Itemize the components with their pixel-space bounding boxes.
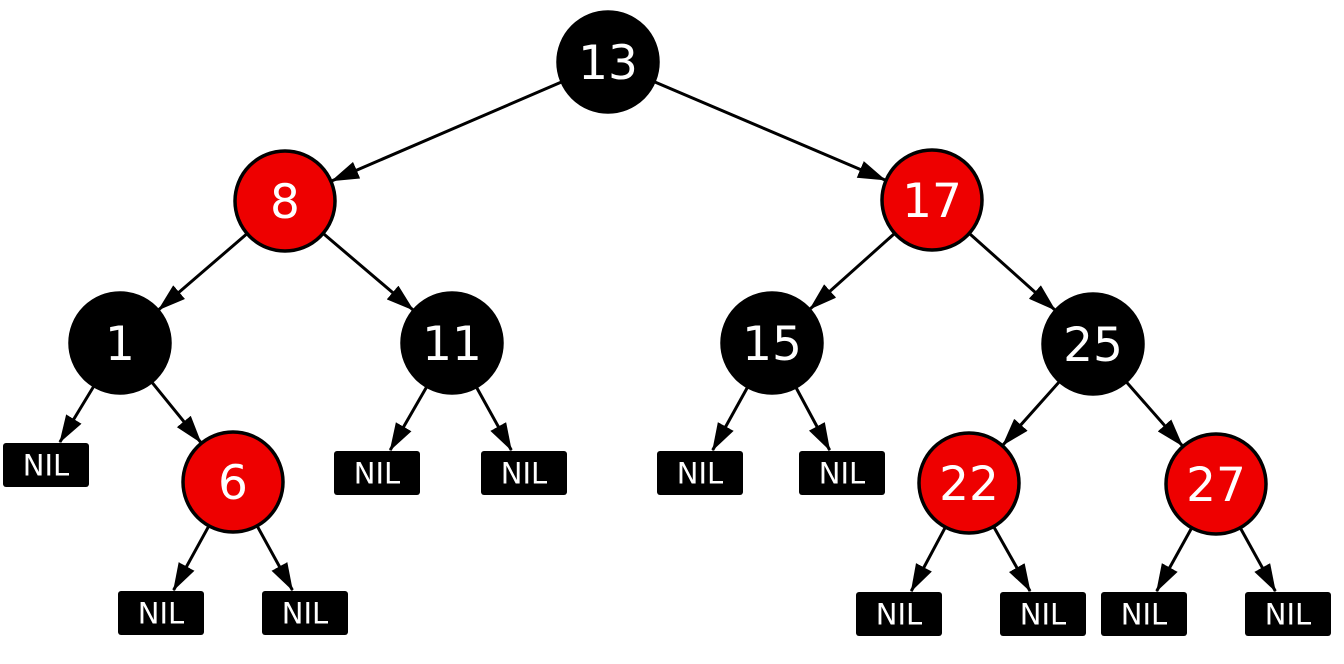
nil-label-nil-27-left: NIL — [1121, 597, 1167, 631]
tree-edge-22-right — [992, 525, 1032, 593]
tree-nil-1-left: NIL — [3, 443, 89, 487]
nil-box-nil-27-left — [1101, 592, 1187, 636]
node-label-22: 22 — [939, 457, 999, 512]
nil-box-nil-15-left — [657, 451, 743, 495]
nil-box-nil-11-left — [334, 451, 420, 495]
tree-nil-15-left: NIL — [657, 451, 743, 495]
tree-node-1: 1 — [68, 291, 172, 395]
tree-edge-25-right — [1124, 380, 1184, 447]
tree-edge-15-left — [711, 386, 750, 452]
node-circle-6 — [181, 430, 285, 534]
node-label-25: 25 — [1063, 318, 1123, 373]
node-label-11: 11 — [422, 317, 482, 372]
tree-nil-15-right: NIL — [799, 451, 885, 495]
tree-nil-22-left: NIL — [856, 592, 942, 636]
tree-edge-6-left — [172, 525, 211, 592]
node-circle-15 — [720, 291, 824, 395]
tree-edge-17-right — [968, 232, 1056, 312]
tree-node-25: 25 — [1041, 292, 1145, 396]
tree-edge-1-left — [58, 384, 96, 443]
tree-edge-25-left — [1001, 380, 1061, 446]
node-label-17: 17 — [902, 174, 962, 229]
tree-edge-27-left — [1155, 527, 1194, 592]
nil-box-nil-1-left — [3, 443, 89, 487]
nil-label-nil-6-right: NIL — [282, 596, 328, 630]
tree-edge-1-right — [150, 380, 202, 444]
tree-node-6: 6 — [181, 430, 285, 534]
tree-edges-layer — [58, 80, 1277, 593]
node-circle-25 — [1041, 292, 1145, 396]
tree-nil-27-left: NIL — [1101, 592, 1187, 636]
tree-nil-11-left: NIL — [334, 451, 420, 495]
nil-box-nil-11-right — [481, 451, 567, 495]
node-label-13: 13 — [578, 36, 638, 91]
nil-box-nil-6-left — [118, 591, 204, 635]
tree-node-22: 22 — [917, 431, 1021, 535]
tree-edge-8-left — [157, 232, 249, 311]
node-circle-8 — [233, 149, 337, 253]
nil-label-nil-22-left: NIL — [876, 597, 922, 631]
nil-label-nil-11-left: NIL — [354, 456, 400, 490]
tree-edge-13-left — [330, 80, 563, 183]
tree-edge-22-left — [909, 526, 947, 593]
tree-nil-22-right: NIL — [1000, 592, 1086, 636]
tree-edge-8-right — [322, 232, 415, 312]
tree-nil-6-right: NIL — [262, 591, 348, 635]
node-circle-1 — [68, 291, 172, 395]
nil-box-nil-22-right — [1000, 592, 1086, 636]
tree-edge-11-right — [474, 386, 513, 452]
tree-edge-17-left — [809, 232, 896, 311]
tree-node-27: 27 — [1164, 432, 1268, 536]
tree-node-15: 15 — [720, 291, 824, 395]
node-circle-13 — [556, 10, 660, 114]
nil-label-nil-22-right: NIL — [1020, 597, 1066, 631]
nil-box-nil-22-left — [856, 592, 942, 636]
node-label-15: 15 — [742, 317, 802, 372]
node-label-1: 1 — [105, 317, 135, 372]
tree-node-13: 13 — [556, 10, 660, 114]
node-circle-27 — [1164, 432, 1268, 536]
tree-edge-15-right — [794, 386, 832, 452]
tree-node-17: 17 — [880, 148, 984, 252]
nil-label-nil-15-right: NIL — [819, 456, 865, 490]
nil-box-nil-6-right — [262, 591, 348, 635]
nil-label-nil-11-right: NIL — [501, 456, 547, 490]
tree-edge-13-right — [653, 80, 886, 182]
node-circle-17 — [880, 148, 984, 252]
tree-edge-11-left — [388, 385, 429, 452]
nil-label-nil-6-left: NIL — [138, 596, 184, 630]
tree-nil-27-right: NIL — [1245, 592, 1331, 636]
node-label-6: 6 — [218, 456, 248, 511]
nil-label-nil-15-left: NIL — [677, 456, 723, 490]
node-label-8: 8 — [270, 175, 300, 230]
tree-edge-6-right — [255, 525, 294, 592]
tree-edge-27-right — [1238, 527, 1277, 592]
tree-node-11: 11 — [400, 291, 504, 395]
node-circle-22 — [917, 431, 1021, 535]
nil-label-nil-1-left: NIL — [23, 448, 69, 482]
node-circle-11 — [400, 291, 504, 395]
nil-box-nil-27-right — [1245, 592, 1331, 636]
node-label-27: 27 — [1186, 458, 1246, 513]
tree-nil-11-right: NIL — [481, 451, 567, 495]
nil-box-nil-15-right — [799, 451, 885, 495]
tree-nil-6-left: NIL — [118, 591, 204, 635]
tree-node-8: 8 — [233, 149, 337, 253]
nil-label-nil-27-right: NIL — [1265, 597, 1311, 631]
